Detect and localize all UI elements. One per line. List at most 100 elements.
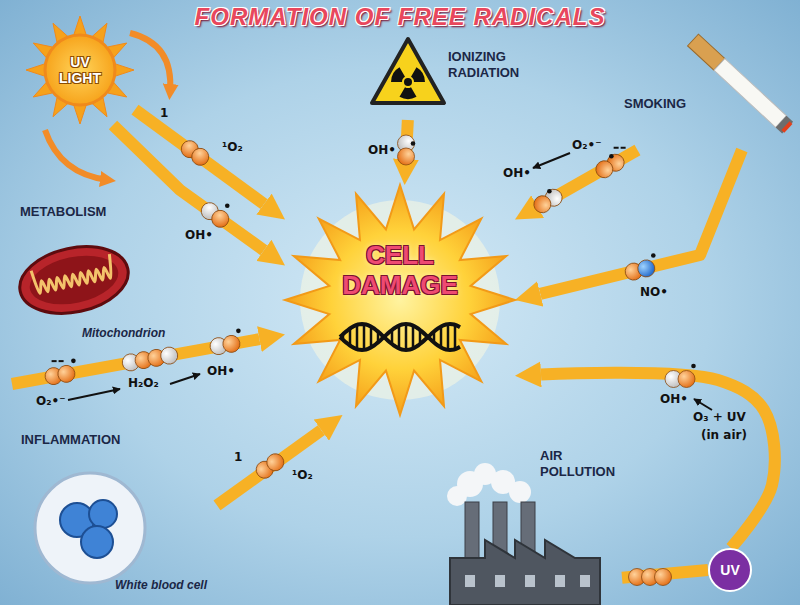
atom [636,258,657,279]
sun-disc [45,35,115,105]
mitochondrion-outer [14,237,135,322]
circ-node: UV [708,548,754,592]
radiation-blade [391,67,405,82]
molecule-label: O₂•⁻ [572,138,601,152]
radical-dot [691,364,696,369]
molecule [44,364,76,386]
radical-dot [411,141,416,146]
molecule-label: OH• [368,143,396,157]
title: FORMATION OF FREE RADICALS [0,3,800,31]
reaction-arrow [68,389,120,400]
cigarette-ash [776,116,793,134]
sun-ray [74,105,86,124]
molecule-label: 1 [160,106,168,120]
radical-arrow [540,150,742,294]
radical-arrow [217,430,321,505]
radiation-blade [411,67,425,82]
radical-dot [609,154,614,159]
smoke-cloud [509,481,531,503]
atom [57,364,77,384]
uv-circle [709,549,751,591]
cristae [31,254,114,294]
dna-rung [405,324,408,350]
molecule [209,334,241,356]
molecule-label: H₂O₂ [128,376,159,390]
dna-rung [363,324,366,350]
radical-dot [71,359,76,364]
dna-rung [440,327,443,348]
reaction-arrow [533,153,570,168]
sun-ray-arrow [45,130,108,180]
charge-mark [614,147,619,149]
sun-ray [26,64,45,76]
charge-mark [52,360,57,362]
atom [208,207,232,231]
fac-node: AIR POLLUTION [445,440,622,605]
atom [398,148,415,165]
node-text: CELL DAMAGE [325,240,475,300]
cigarette-ember [781,121,792,133]
radical-dot [236,329,241,334]
node-text: UV [708,561,752,579]
radiation-center [404,78,412,86]
node-text: METABOLISM [20,204,160,220]
node-text: White blood cell [115,578,215,592]
reaction-arrow [170,374,200,384]
radical-arrow [113,125,264,250]
atom [678,371,695,388]
radical-dot [651,253,656,258]
node-text: AIR POLLUTION [540,448,620,480]
radiation-blade [400,87,417,99]
sun-ray [115,64,134,76]
dna-rung [398,326,401,349]
atom [222,334,242,354]
radical-dot [547,189,552,194]
molecule-label: O₃ + UV [693,410,746,424]
molecule [121,346,179,372]
node-text: SMOKING [624,96,714,112]
node-text: IONIZING RADIATION [448,49,540,81]
molecule-label: OH• [207,364,235,378]
atom [263,450,287,474]
nucleus-lobe [81,526,113,558]
molecule-label: ¹O₂ [292,468,313,482]
molecule [178,137,212,168]
reaction-arrow [694,399,712,410]
charge-mark [59,360,64,362]
dna-rung [447,324,450,350]
node-text: Mitochondrion [82,326,192,340]
dna-rung [356,325,359,349]
factory-window [495,575,505,587]
molecule [665,371,695,388]
wbc-node: INFLAMMATION White blood cell [15,428,217,600]
cig-node: SMOKING [618,28,795,150]
dna-rung [370,327,373,348]
sun-ray [74,16,86,35]
title-box: FORMATION OF FREE RADICALS [0,3,800,31]
atom [188,145,212,169]
dna-strand [340,324,460,350]
rad-node: IONIZING RADIATION [370,35,542,120]
node-text: UV LIGHT [50,54,110,86]
factory-building [450,540,600,605]
mitochondrion-inner [25,248,123,312]
radical-arrow [541,373,775,548]
molecule [531,186,565,216]
warning-triangle [372,39,444,103]
molecule [623,258,656,282]
molecule-label: NO• [640,285,668,299]
factory-window [465,575,475,587]
molecule [398,135,415,165]
burst-shape [285,185,515,415]
molecule-label: OH• [185,228,213,242]
atom [159,346,179,366]
molecule [629,569,672,586]
mito-node: METABOLISM Mitochondrion [12,198,197,398]
cig-shape [618,28,795,150]
node-text: INFLAMMATION [21,432,181,448]
molecule [253,450,287,481]
molecule-label: 1 [234,450,242,464]
nucleus-lobe [89,500,117,528]
factory-window [525,575,535,587]
molecule-label: ¹O₂ [222,140,243,154]
